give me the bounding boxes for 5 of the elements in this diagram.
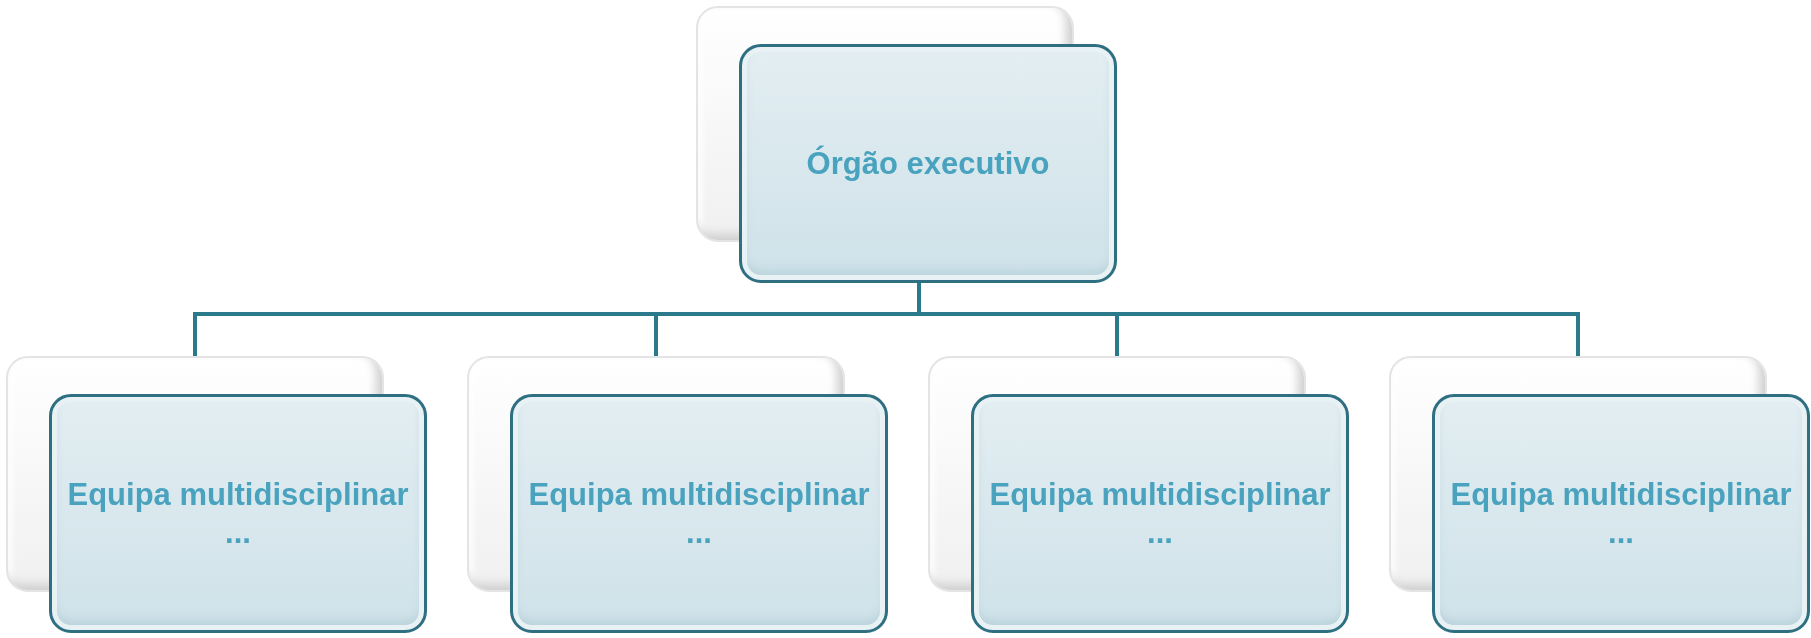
box-label: Equipa multidisciplinar ...: [527, 476, 871, 551]
box-label: Órgão executivo: [806, 144, 1050, 183]
box-label: Equipa multidisciplinar ...: [1449, 476, 1793, 551]
box-label: Equipa multidisciplinar ...: [66, 476, 410, 551]
box-label: Equipa multidisciplinar ...: [988, 476, 1332, 551]
